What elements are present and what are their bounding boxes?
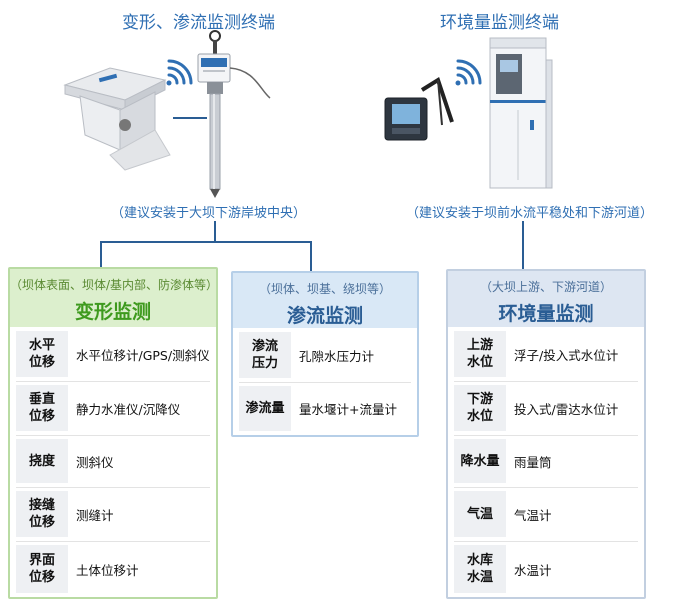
environment-drop-line	[522, 221, 524, 269]
row-value: 浮子/投入式水位计	[514, 347, 619, 363]
row-label: 垂直 位移	[16, 385, 68, 431]
wireless-signal-icon	[166, 59, 193, 86]
right-terminal-title: 环境量监测终端	[440, 13, 559, 33]
deformation-monitoring-card: （坝体表面、坝体/基内部、防渗体等） 变形监测 水平 位移 水平位移计/GPS/…	[8, 267, 218, 599]
row-value: 水平位移计/GPS/测斜仪	[76, 347, 210, 363]
row-value: 测斜仪	[76, 454, 114, 470]
row-value: 量水堰计+流量计	[299, 402, 397, 417]
displacement-sensor-box-icon	[63, 67, 171, 171]
environment-rows: 上游 水位 浮子/投入式水位计 下游 水位 投入式/雷达水位计 降水量 雨量筒 …	[448, 327, 644, 597]
seepage-rows: 渗流 压力 孔隙水压力计 渗流量 量水堰计+流量计	[233, 328, 417, 435]
row-label: 渗流 压力	[239, 332, 291, 378]
row-label: 界面 位移	[16, 545, 68, 593]
table-row: 水库 水温 水温计	[454, 541, 638, 597]
row-value: 静力水准仪/沉降仪	[76, 401, 181, 417]
environment-monitoring-card: （大坝上游、下游河道） 环境量监测 上游 水位 浮子/投入式水位计 下游 水位 …	[446, 269, 646, 599]
row-value: 孔隙水压力计	[299, 348, 375, 364]
rod-sensor-device-icon	[197, 30, 271, 198]
row-label: 气温	[454, 491, 506, 537]
row-value: 测缝计	[76, 507, 114, 523]
seepage-drop-line	[310, 241, 312, 271]
row-value: 投入式/雷达水位计	[514, 401, 619, 417]
table-row: 上游 水位 浮子/投入式水位计	[454, 327, 638, 382]
wireless-signal-icon	[455, 59, 482, 86]
table-row: 垂直 位移 静力水准仪/沉降仪	[16, 381, 210, 436]
row-label: 渗流量	[239, 386, 291, 431]
table-row: 界面 位移 土体位移计	[16, 541, 210, 597]
table-row: 渗流 压力 孔隙水压力计	[239, 328, 411, 383]
deformation-drop-line	[100, 241, 102, 267]
seepage-subtitle: （坝体、坝基、绕坝等）	[258, 282, 391, 296]
row-value: 雨量筒	[514, 454, 552, 470]
environment-title: 环境量监测	[498, 303, 594, 325]
right-install-note: （建议安装于坝前水流平稳处和下游河道）	[406, 206, 654, 221]
row-label: 接缝 位移	[16, 491, 68, 537]
table-row: 下游 水位 投入式/雷达水位计	[454, 381, 638, 436]
deformation-title: 变形监测	[74, 301, 151, 323]
row-value: 气温计	[514, 507, 552, 523]
table-row: 降水量 雨量筒	[454, 435, 638, 488]
row-label: 水库 水温	[454, 545, 506, 593]
left-install-note: （建议安装于大坝下游岸坡中央）	[111, 206, 307, 221]
seepage-monitoring-card: （坝体、坝基、绕坝等） 渗流监测 渗流 压力 孔隙水压力计 渗流量 量水堰计+流…	[231, 271, 419, 437]
monitoring-cabinet-icon	[489, 37, 553, 189]
left-branch-line	[100, 241, 312, 243]
deformation-rows: 水平 位移 水平位移计/GPS/测斜仪 垂直 位移 静力水准仪/沉降仪 挠度 测…	[10, 327, 216, 597]
water-quality-meter-icon	[384, 76, 454, 141]
table-row: 气温 气温计	[454, 487, 638, 542]
row-label: 水平 位移	[16, 331, 68, 377]
left-terminal-title: 变形、渗流监测终端	[122, 13, 275, 33]
table-row: 渗流量 量水堰计+流量计	[239, 382, 411, 435]
environment-terminal-illustration	[384, 37, 553, 189]
row-value: 土体位移计	[76, 562, 139, 578]
environment-subtitle: （大坝上游、下游河道）	[479, 280, 612, 294]
seepage-title: 渗流监测	[286, 305, 363, 327]
table-row: 水平 位移 水平位移计/GPS/测斜仪	[16, 327, 210, 382]
row-label: 下游 水位	[454, 385, 506, 431]
row-value: 水温计	[514, 562, 552, 578]
deformation-seepage-terminal-illustration	[63, 30, 271, 198]
left-trunk-line	[214, 221, 216, 243]
table-row: 接缝 位移 测缝计	[16, 487, 210, 542]
deformation-subtitle: （坝体表面、坝体/基内部、防渗体等）	[10, 278, 219, 292]
table-row: 挠度 测斜仪	[16, 435, 210, 488]
row-label: 上游 水位	[454, 331, 506, 377]
row-label: 挠度	[16, 439, 68, 483]
row-label: 降水量	[454, 439, 506, 483]
